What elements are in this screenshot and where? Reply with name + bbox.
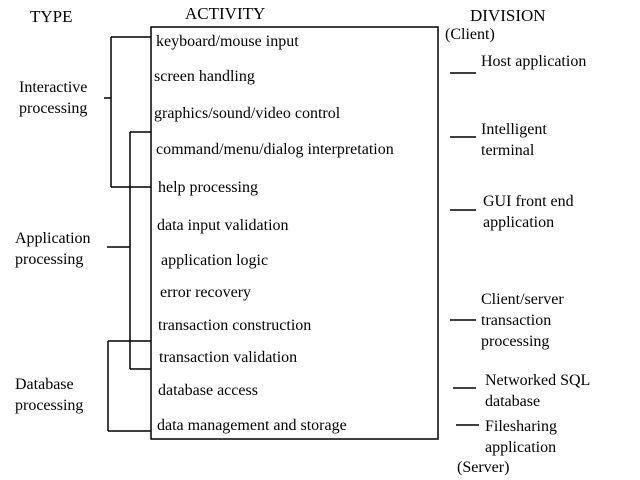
division-host-application: Host application [481, 53, 587, 70]
interactive-bracket [104, 36, 151, 188]
division-networked-sql: Networked SQL database [485, 372, 590, 410]
activity-header: ACTIVITY [185, 4, 266, 23]
activity-item: transaction validation [159, 349, 298, 366]
server-label: (Server) [457, 459, 510, 476]
division-filesharing: Filesharing application [485, 418, 557, 456]
activity-item: command/menu/dialog interpretation [156, 141, 394, 158]
activity-item: application logic [161, 252, 269, 269]
division-client-server: Client/server transaction processing [481, 291, 564, 350]
activity-item: data management and storage [157, 417, 347, 434]
activity-item: graphics/sound/video control [154, 105, 341, 122]
type-database-processing: Database processing [15, 376, 84, 414]
division-header: DIVISION [470, 6, 546, 25]
activity-item: database access [158, 382, 258, 399]
activity-item: error recovery [160, 284, 252, 301]
activity-box [150, 26, 439, 440]
client-label: (Client) [445, 26, 495, 43]
database-bracket [107, 340, 151, 432]
type-application-processing: Application processing [15, 230, 91, 268]
activity-item: data input validation [157, 217, 289, 234]
application-bracket [107, 131, 151, 370]
activity-item: help processing [158, 179, 258, 196]
division-intelligent-terminal: Intelligent terminal [481, 121, 547, 159]
type-header: TYPE [30, 7, 73, 26]
division-gui-front-end: GUI front end application [483, 193, 574, 231]
activity-item: screen handling [154, 68, 255, 85]
type-interactive-processing: Interactive processing [19, 79, 88, 117]
activity-item: keyboard/mouse input [156, 33, 299, 50]
activity-item: transaction construction [158, 317, 312, 334]
